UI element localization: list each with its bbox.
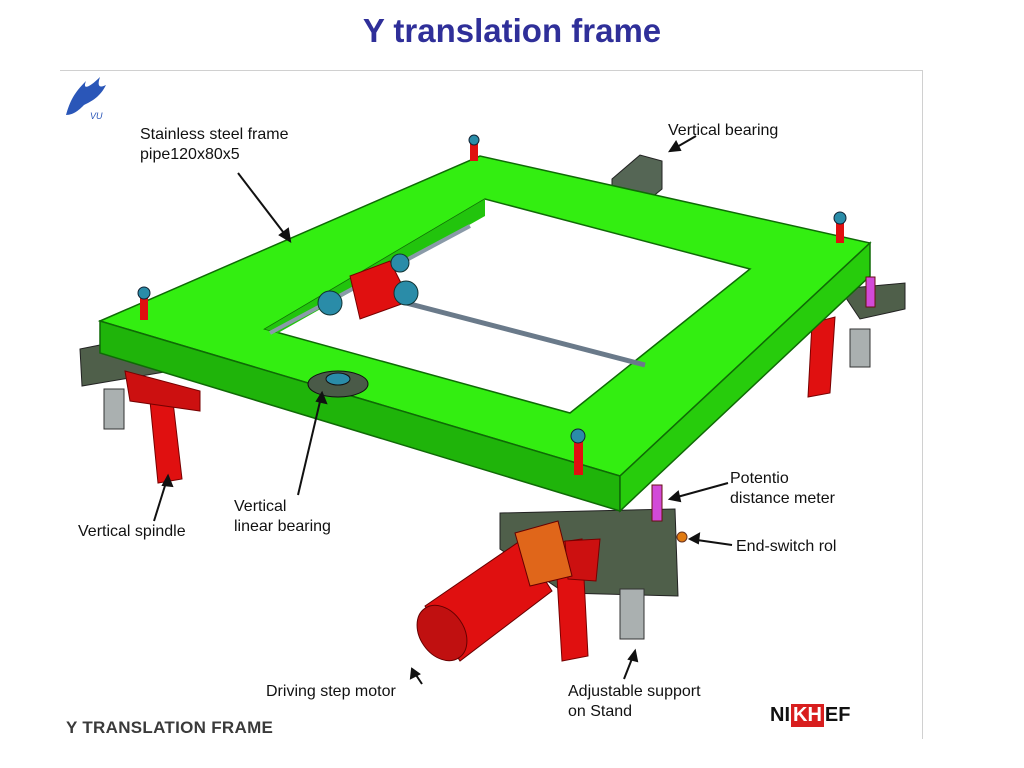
corner-bolts	[137, 134, 847, 475]
linear-bearing-disc	[307, 370, 369, 398]
callout-potentio-line1: Potentio	[730, 470, 789, 487]
figure-caption: Y TRANSLATION FRAME	[66, 718, 274, 737]
potentio-meter-right	[865, 276, 876, 308]
vu-logo: VU	[66, 77, 106, 121]
nikhef-logo-part1: NI	[770, 703, 790, 726]
frame-drawing	[79, 134, 906, 685]
callout-end-switch: End-switch rol	[736, 538, 837, 555]
callout-frame-line2: pipe120x80x5	[140, 146, 240, 163]
adjustable-supports	[103, 328, 871, 640]
page-title: Y translation frame	[362, 12, 662, 49]
callout-linear-bearing-line2: linear bearing	[234, 518, 331, 535]
vu-griffin-icon	[66, 77, 106, 115]
nikhef-logo-part2: KH	[791, 703, 824, 727]
callout-potentio: Potentio distance meter	[730, 469, 835, 509]
callout-step-motor: Driving step motor	[266, 683, 396, 700]
end-switch-roller	[676, 531, 688, 543]
callout-adjustable-support: Adjustable support on Stand	[568, 682, 701, 722]
callout-support-line1: Adjustable support	[568, 683, 701, 700]
callout-vertical-spindle: Vertical spindle	[78, 523, 186, 540]
callout-arrows	[153, 135, 733, 685]
step-motor-drawing	[416, 520, 573, 662]
potentio-meter-front	[651, 484, 663, 522]
callout-linear-bearing: Vertical linear bearing	[234, 497, 331, 537]
callout-support-line2: on Stand	[568, 703, 633, 720]
callout-linear-bearing-line1: Vertical	[234, 498, 287, 515]
vu-logo-text: VU	[90, 111, 103, 121]
callout-potentio-line2: distance meter	[730, 490, 835, 507]
callout-frame-line1: Stainless steel frame	[140, 126, 289, 143]
diagram-figure: Stainless steel frame pipe120x80x5 Verti…	[60, 70, 923, 739]
spindle-drive-assembly	[317, 253, 419, 320]
callout-frame: Stainless steel frame pipe120x80x5	[140, 125, 289, 165]
callout-vertical-bearing: Vertical bearing	[668, 122, 779, 139]
nikhef-logo-part3: EF	[824, 703, 851, 726]
frame-side-right	[619, 241, 871, 513]
